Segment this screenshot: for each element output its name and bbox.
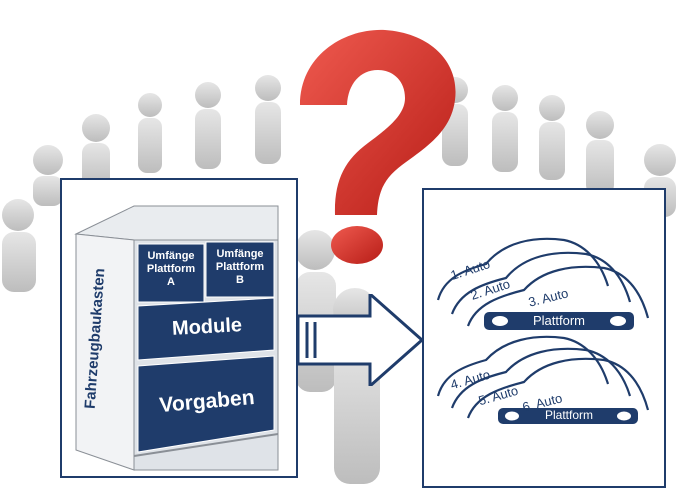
platform-1-label: Plattform [532, 313, 585, 328]
person-figure [539, 95, 565, 180]
platform-b-line1: Umfänge [216, 248, 264, 260]
person-figure [492, 85, 518, 172]
cabinet-illustration [74, 205, 279, 471]
car-outlines [436, 237, 650, 424]
platform-a-line1: Umfänge [147, 250, 195, 262]
platform-2-shape [498, 408, 638, 424]
person-figure [2, 199, 36, 292]
platform-a-label: Umfänge Plattform A [140, 250, 202, 289]
platform-b-line3: B [236, 274, 244, 286]
modules-drawer [137, 297, 275, 361]
platform-a-drawer [137, 243, 205, 303]
person-figure [586, 111, 614, 195]
platform-b-drawer [205, 241, 275, 298]
platform-a-line3: A [167, 276, 175, 288]
platform-b-line2: Plattform [215, 261, 265, 273]
platform-a-line2: Plattform [146, 263, 196, 275]
vehicle-kit-panel: Fahrzeugbaukasten Umfänge Plattform A Um… [60, 178, 298, 478]
specs-drawer [137, 355, 275, 453]
question-mark-icon [300, 29, 456, 264]
person-figure [195, 82, 221, 169]
person-figure [82, 114, 110, 188]
car-outline-2 [450, 251, 632, 315]
person-figure [33, 145, 63, 206]
platform-2-label: Plattform [544, 408, 593, 422]
person-figure [138, 93, 162, 173]
transition-arrow [298, 294, 424, 386]
car-platforms-panel: 1. Auto 2. Auto 3. Auto Plattform 4. Aut… [422, 188, 666, 488]
platform-1-shape [484, 312, 634, 330]
person-figure [255, 75, 281, 164]
car-outline-5 [450, 347, 632, 409]
car-outline-3 [466, 265, 650, 327]
car-outline-6 [466, 357, 650, 419]
platform-b-label: Umfänge Plattform B [208, 248, 272, 287]
